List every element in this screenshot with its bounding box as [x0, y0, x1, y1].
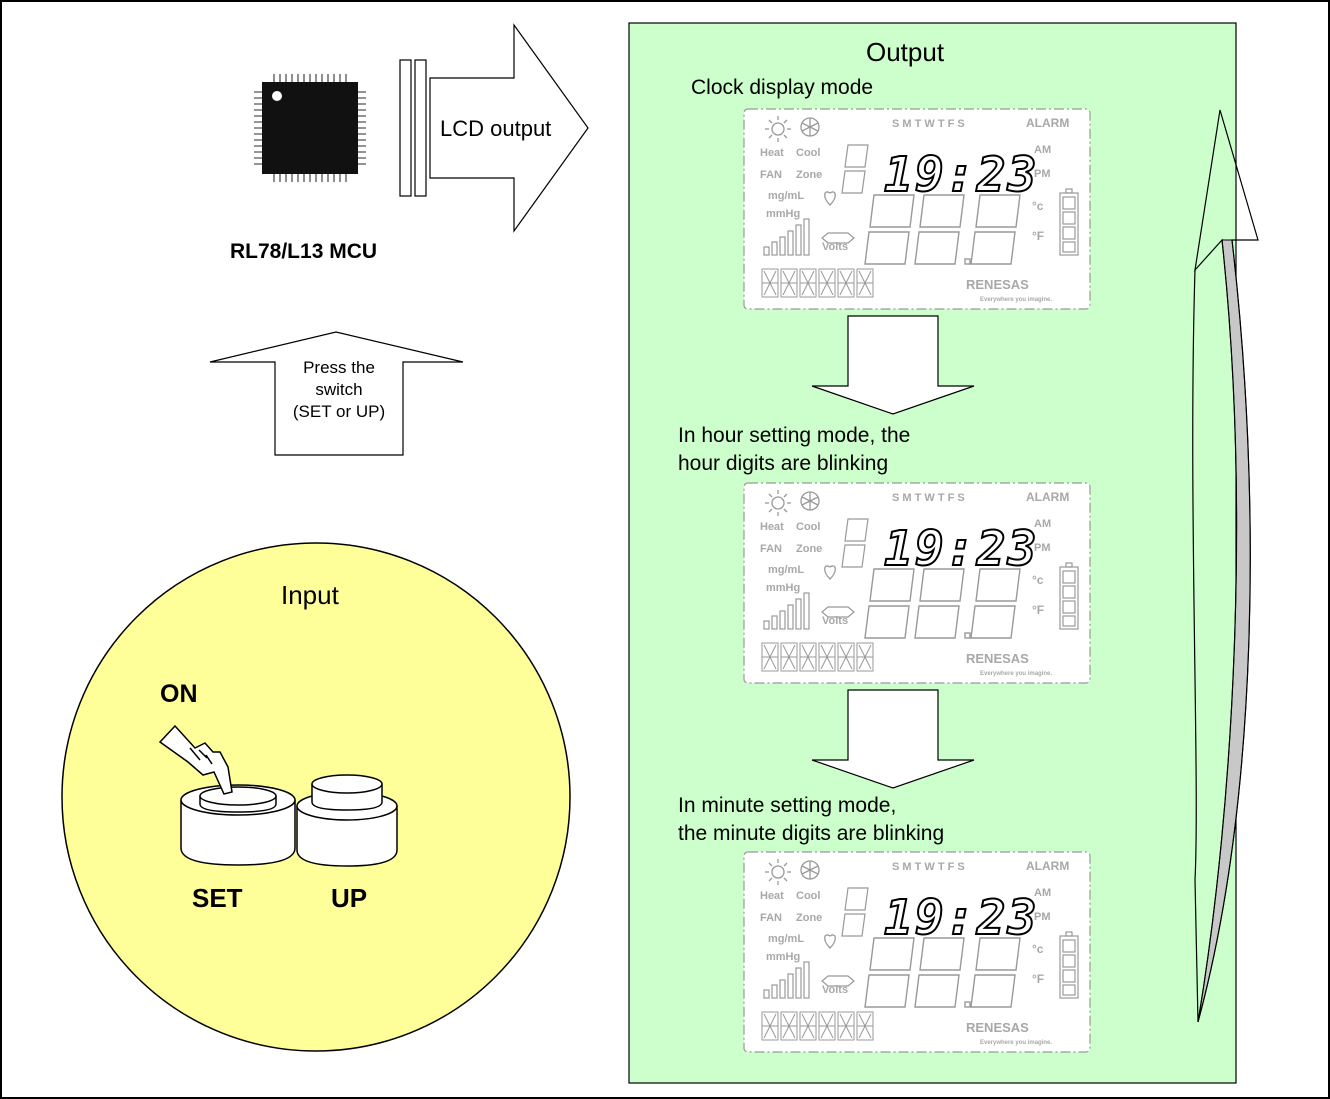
lcd-mmhg: mmHg: [766, 951, 800, 963]
lcd-heat: Heat: [760, 147, 784, 159]
lcd-time: 19:23: [884, 147, 1039, 203]
lcd-output-label: LCD output: [440, 116, 552, 141]
lcd-deg-c: °c: [1032, 199, 1044, 213]
lcd-deg-c: °c: [1032, 942, 1044, 956]
input-title: Input: [281, 580, 339, 610]
lcd-tagline: Everywhere you imagine.: [980, 671, 1052, 677]
mcu-label: RL78/L13 MCU: [230, 240, 378, 263]
return-arrow: [1192, 109, 1259, 1023]
lcd-mgml: mg/mL: [768, 933, 804, 945]
lcd-mmhg: mmHg: [766, 582, 800, 594]
lcd-tagline: Everywhere you imagine.: [980, 1040, 1052, 1046]
mode-caption-clock: Clock display mode: [691, 76, 874, 99]
lcd-heat: Heat: [760, 890, 784, 902]
on-label: ON: [160, 680, 198, 708]
lcd-mmhg: mmHg: [766, 208, 800, 220]
lcd-brand: RENESAS: [966, 1020, 1029, 1035]
press-switch-label: Press the switch (SET or UP): [275, 357, 403, 423]
press-switch-line1: Press the: [303, 358, 375, 377]
lcd-zone: Zone: [796, 169, 822, 181]
lcd-pm: PM: [1034, 911, 1051, 923]
mode-caption-hour-line2: hour digits are blinking: [678, 452, 889, 475]
lcd-deg-f: °F: [1032, 972, 1044, 986]
lcd-deg-f: °F: [1032, 229, 1044, 243]
lcd-volts: Volts: [822, 615, 848, 627]
lcd-output-arrow: [399, 23, 589, 233]
lcd-tagline: Everywhere you imagine.: [980, 297, 1052, 303]
lcd-deg-f: °F: [1032, 603, 1044, 617]
lcd-zone: Zone: [796, 912, 822, 924]
lcd-alarm: ALARM: [1026, 490, 1069, 504]
lcd-time: 19:23: [884, 521, 1039, 577]
up-button: [296, 774, 398, 867]
lcd-volts: Volts: [822, 984, 848, 996]
lcd-fan: FAN: [760, 543, 782, 555]
press-switch-line2: switch: [315, 380, 363, 399]
mode-caption-minute: In minute setting mode, the minute digit…: [678, 792, 944, 848]
mode-caption-hour-line1: In hour setting mode, the: [678, 424, 911, 447]
lcd-fan: FAN: [760, 169, 782, 181]
mcu-chip: [254, 74, 366, 182]
up-label: UP: [331, 883, 368, 913]
lcd-deg-c: °c: [1032, 573, 1044, 587]
lcd-am: AM: [1034, 144, 1051, 156]
output-title: Output: [866, 37, 945, 67]
lcd-cool: Cool: [796, 521, 820, 533]
lcd-mgml: mg/mL: [768, 564, 804, 576]
hand-icon: [158, 724, 233, 795]
set-label: SET: [192, 883, 243, 913]
mode-caption-minute-line1: In minute setting mode,: [678, 794, 897, 817]
lcd-alarm: ALARM: [1026, 859, 1069, 873]
press-switch-arrow: [209, 331, 464, 456]
lcd-am: AM: [1034, 518, 1051, 530]
set-button: [180, 784, 296, 866]
lcd-cool: Cool: [796, 890, 820, 902]
lcd-time: 19:23: [884, 890, 1039, 946]
lcd-days: S M T W T F S: [892, 492, 965, 504]
lcd-mgml: mg/mL: [768, 190, 804, 202]
lcd-am: AM: [1034, 887, 1051, 899]
lcd-pm: PM: [1034, 542, 1051, 554]
lcd-zone: Zone: [796, 543, 822, 555]
mode-caption-minute-line2: the minute digits are blinking: [678, 822, 945, 845]
lcd-pm: PM: [1034, 168, 1051, 180]
lcd-cool: Cool: [796, 147, 820, 159]
lcd-fan: FAN: [760, 912, 782, 924]
press-switch-line3: (SET or UP): [292, 402, 386, 421]
mode-caption-hour: In hour setting mode, the hour digits ar…: [678, 422, 910, 478]
lcd-heat: Heat: [760, 521, 784, 533]
lcd-brand: RENESAS: [966, 277, 1029, 292]
lcd-brand: RENESAS: [966, 651, 1029, 666]
lcd-days: S M T W T F S: [892, 861, 965, 873]
lcd-alarm: ALARM: [1026, 116, 1069, 130]
lcd-days: S M T W T F S: [892, 118, 965, 130]
lcd-volts: Volts: [822, 241, 848, 253]
